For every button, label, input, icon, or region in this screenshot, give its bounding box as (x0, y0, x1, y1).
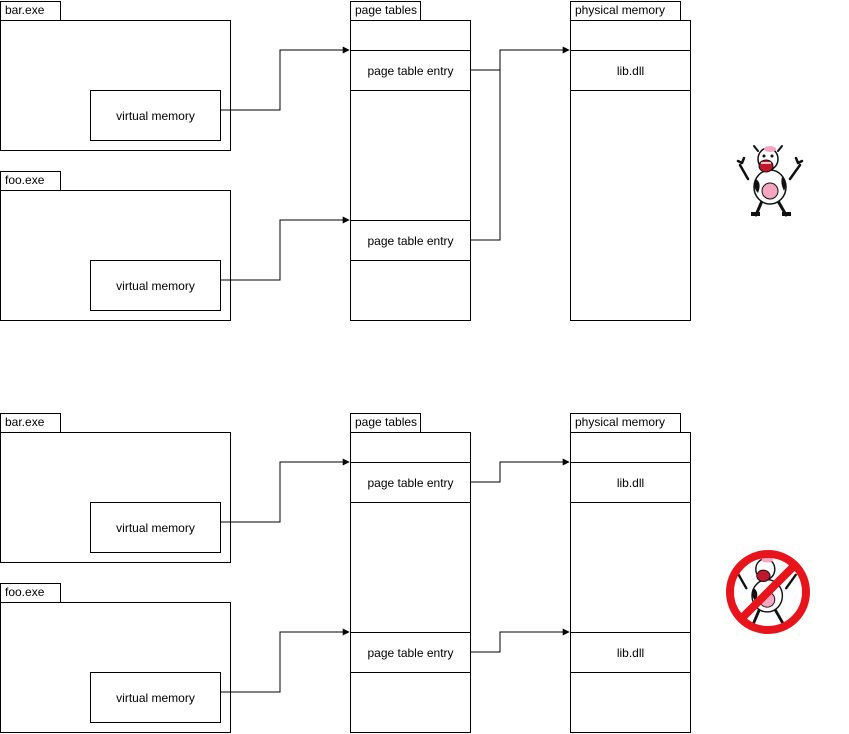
page-tables-tab: page tables (350, 413, 421, 433)
arrow-pte2-to-lib (471, 628, 570, 653)
arrow-foo-vm-to-pte (221, 216, 350, 281)
bar-virtual-memory: virtual memory (90, 502, 221, 553)
page-table-entry: page table entry (350, 632, 471, 673)
foo-virtual-memory: virtual memory (90, 672, 221, 723)
physical-memory-column (570, 432, 691, 733)
page-tables-column (350, 432, 471, 733)
cow-mascot-icon (736, 145, 804, 217)
foo-virtual-memory: virtual memory (90, 260, 221, 311)
page-table-entry: page table entry (350, 50, 471, 91)
lib-dll-block: lib.dll (570, 50, 691, 91)
foo-exe-tab: foo.exe (0, 583, 61, 603)
bar-virtual-memory: virtual memory (90, 90, 221, 141)
lib-dll-block: lib.dll (570, 632, 691, 673)
foo-exe-tab: foo.exe (0, 171, 61, 191)
prohibited-cow-icon (726, 550, 810, 634)
page-table-entry: page table entry (350, 462, 471, 503)
page-table-entry: page table entry (350, 220, 471, 261)
lib-dll-block: lib.dll (570, 462, 691, 503)
physical-memory-tab: physical memory (570, 1, 681, 21)
arrow-pte1-to-lib (471, 46, 570, 71)
page-tables-tab: page tables (350, 1, 421, 21)
arrow-foo-vm-to-pte (221, 628, 350, 693)
physical-memory-tab: physical memory (570, 413, 681, 433)
bar-exe-tab: bar.exe (0, 413, 61, 433)
arrow-pte2-to-lib (471, 50, 501, 241)
arrow-bar-vm-to-pte (221, 46, 350, 111)
arrow-bar-vm-to-pte (221, 458, 350, 523)
physical-memory-column (570, 20, 691, 321)
bar-exe-tab: bar.exe (0, 1, 61, 21)
arrow-pte1-to-lib (471, 458, 570, 483)
page-tables-column (350, 20, 471, 321)
